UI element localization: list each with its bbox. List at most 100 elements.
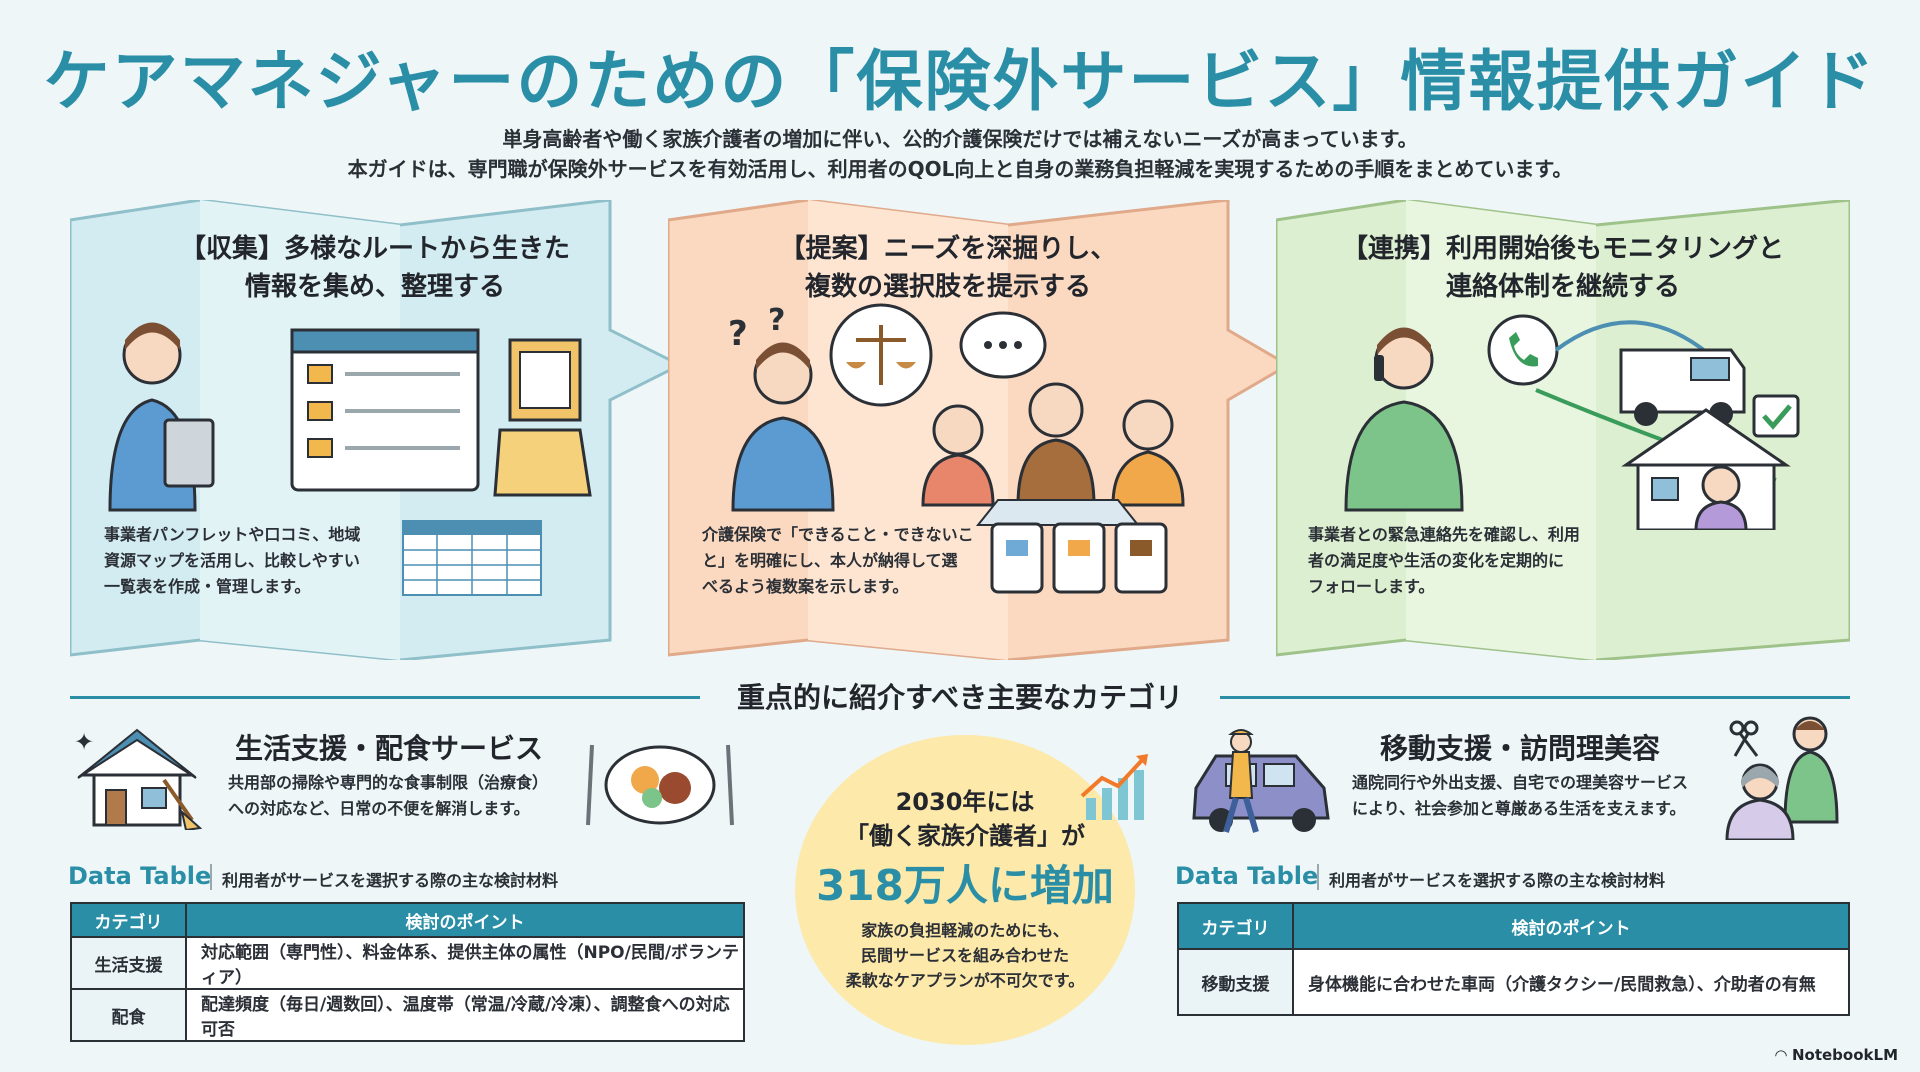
data-table-separator-right [1317,864,1319,890]
highlight-line-1: 2030年には [895,788,1035,816]
step-coordinate-description: 事業者との緊急連絡先を確認し、利用 者の満足度や生活の変化を定期的に フォローし… [1308,522,1580,600]
comparison-table-icon [402,520,542,596]
step-coordinate-desc-1: 事業者との緊急連絡先を確認し、利用 [1308,525,1580,544]
phone-call-icon [1487,314,1559,386]
question-mark-icon: ? [728,314,748,354]
delivery-van-icon [1619,348,1746,426]
table-cell-category: 生活支援 [70,936,187,990]
care-manager-presenting-icon [731,342,835,512]
category-title-living-support: 生活支援・配食サービス [235,732,544,765]
page-title: ケアマネジャーのための「保険外サービス」情報提供ガイド [43,43,1877,120]
family-group-icon [921,382,1185,507]
data-table-caption-left: 利用者がサービスを選択する際の主な検討材料 [222,871,559,890]
step-coordinate-illustration [1344,314,1800,530]
data-table-left: カテゴリ 検討のポイント 生活支援 対応範囲（専門性）、料金体系、提供主体の属性… [70,902,745,1042]
step-collect-desc-2: 資源マップを活用し、比較しやすい [104,551,360,570]
step-coordinate-title-2: 連絡体制を継続する [1445,272,1680,302]
category-desc-living-support-1: 共用部の掃除や専門的な食事制限（治療食） [228,773,549,792]
data-table-right: カテゴリ 検討のポイント 移動支援 身体機能に合わせた車両（介護タクシー/民間救… [1177,902,1850,1016]
checkmark-icon [1752,394,1800,438]
step-collect-heading: 【収集】多様なルートから生きた 情報を集め、整理する [70,230,680,306]
step-collect-desc-1: 事業者パンフレットや口コミ、地域 [104,525,361,544]
meal-plate-icon [586,744,734,826]
svg-text:✦: ✦ [74,728,94,756]
highlight-note-2: 民間サービスを組み合わせた [860,946,1069,965]
highlight-note-3: 柔軟なケアプランが不可欠です。 [845,971,1085,990]
highlight-figure: 318万人に増加 [816,861,1114,910]
table-header-category: カテゴリ [70,902,187,938]
subtitle-line-2: 本ガイドは、専門職が保険外サービスを有効活用し、利用者のQOL向上と自身の業務負… [347,157,1573,181]
house-cleaning-icon: ✦ [74,728,202,830]
data-table-separator-left [210,864,212,890]
table-header-category: カテゴリ [1177,902,1294,950]
section-divider-right [1220,696,1850,699]
data-table-caption-right: 利用者がサービスを選択する際の主な検討材料 [1329,871,1666,890]
step-coordinate-heading: 【連携】利用開始後もモニタリングと 連絡体制を継続する [1276,230,1850,306]
step-collect-desc-3: 一覧表を作成・管理します。 [104,577,311,596]
table-row: 移動支援 身体機能に合わせた車両（介護タクシー/民間救急）、介助者の有無 [1177,948,1850,1016]
mobility-support-car-icon [1192,729,1330,833]
notebooklm-logo-icon: ◠ [1775,1046,1792,1064]
step-coordinate-desc-2: 者の満足度や生活の変化を定期的に [1308,551,1565,570]
table-cell-points: 対応範囲（専門性）、料金体系、提供主体の属性（NPO/民間/ボランティア） [185,936,745,990]
step-collect-title-1: 【収集】多様なルートから生きた [179,234,570,264]
step-propose-illustration: ? ? [728,303,1185,526]
footer-brand-label: NotebookLM [1791,1046,1898,1064]
document-list-window-icon [290,328,480,492]
data-table-label-left: Data Table [68,862,212,890]
category-desc-mobility-2: により、社会参加と尊厳ある生活を支えます。 [1352,799,1686,818]
step-collect-title-2: 情報を集め、整理する [244,272,505,302]
step-coordinate-title-1: 【連携】利用開始後もモニタリングと [1341,234,1784,264]
category-desc-living-support: 共用部の掃除や専門的な食事制限（治療食） への対応など、日常の不便を解消します。 [228,770,548,822]
table-cell-points: 身体機能に合わせた車両（介護タクシー/民間救急）、介助者の有無 [1292,948,1850,1016]
highlight-note-1: 家族の負担軽減のためにも、 [861,921,1069,940]
option-cards-icon [990,522,1168,594]
data-table-label-right: Data Table [1175,862,1319,890]
subtitle-line-1: 単身高齢者や働く家族介護者の増加に伴い、公的介護保険だけでは補えないニーズが高ま… [502,127,1418,151]
step-propose-title-2: 複数の選択肢を提示する [804,272,1091,302]
question-mark-icon: ? [768,303,785,338]
care-manager-clipboard-icon [108,322,215,512]
step-propose: 【提案】ニーズを深掘りし、 複数の選択肢を提示する ? ? [668,200,1288,660]
table-header-row: カテゴリ 検討のポイント [1177,902,1850,950]
category-desc-mobility-1: 通院同行や外出支援、自宅での理美容サービス [1352,773,1689,792]
step-collect-illustration [108,322,592,512]
speech-bubble-icon [959,311,1047,379]
table-row: 配食 配達頻度（毎日/週数回）、温度帯（常温/冷蔵/冷凍）、調整食への対応可否 [70,988,745,1042]
step-propose-title-1: 【提案】ニーズを深掘りし、 [779,234,1117,264]
home-haircut-icon [1725,716,1839,840]
page-subtitle: 単身高齢者や働く家族介護者の増加に伴い、公的介護保険だけでは補えないニーズが高ま… [0,124,1920,184]
step-propose-description: 介護保険で「できること・できないこ と」を明確にし、本人が納得して選 べるよう複… [702,522,974,600]
section-title: 重点的に紹介すべき主要なカテゴリ [736,681,1184,714]
category-desc-living-support-2: への対応など、日常の不便を解消します。 [228,799,530,818]
folded-map-panel-green [1276,200,1850,660]
table-header-points: 検討のポイント [1292,902,1850,950]
category-title-mobility: 移動支援・訪問理美容 [1380,732,1661,765]
table-header-row: カテゴリ 検討のポイント [70,902,745,938]
highlight-line-2: 「働く家族介護者」が [845,822,1085,850]
footer-brand: ◠ NotebookLM [1775,1046,1898,1064]
table-header-points: 検討のポイント [185,902,745,938]
step-propose-desc-2: と」を明確にし、本人が納得して選 [702,551,958,570]
table-cell-points: 配達頻度（毎日/週数回）、温度帯（常温/冷蔵/冷凍）、調整食への対応可否 [185,988,745,1042]
table-cell-category: 配食 [70,988,187,1042]
rising-chart-icon [1080,754,1148,820]
step-propose-desc-3: べるよう複数案を示します。 [702,577,909,596]
table-cell-category: 移動支援 [1177,948,1294,1016]
folder-icon [493,338,592,497]
table-row: 生活支援 対応範囲（専門性）、料金体系、提供主体の属性（NPO/民間/ボランティ… [70,936,745,990]
highlight-circle [795,735,1135,1045]
highlight-note: 家族の負担軽減のためにも、 民間サービスを組み合わせた 柔軟なケアプランが不可欠… [795,918,1135,993]
home-elderly-icon [1621,408,1791,530]
step-coordinate-desc-3: フォローします。 [1308,577,1435,596]
step-collect: 【収集】多様なルートから生きた 情報を集め、整理する [70,200,680,660]
category-desc-mobility: 通院同行や外出支援、自宅での理美容サービス により、社会参加と尊厳ある生活を支え… [1352,770,1688,822]
step-propose-desc-1: 介護保険で「できること・できないこ [702,525,974,544]
step-propose-heading: 【提案】ニーズを深掘りし、 複数の選択肢を提示する [668,230,1228,306]
care-manager-phone-icon [1344,327,1464,512]
scales-balance-icon [829,303,933,407]
step-collect-description: 事業者パンフレットや口コミ、地域 資源マップを活用し、比較しやすい 一覧表を作成… [104,522,360,600]
step-coordinate: 【連携】利用開始後もモニタリングと 連絡体制を継続する [1276,200,1850,660]
section-divider-left [70,696,700,699]
